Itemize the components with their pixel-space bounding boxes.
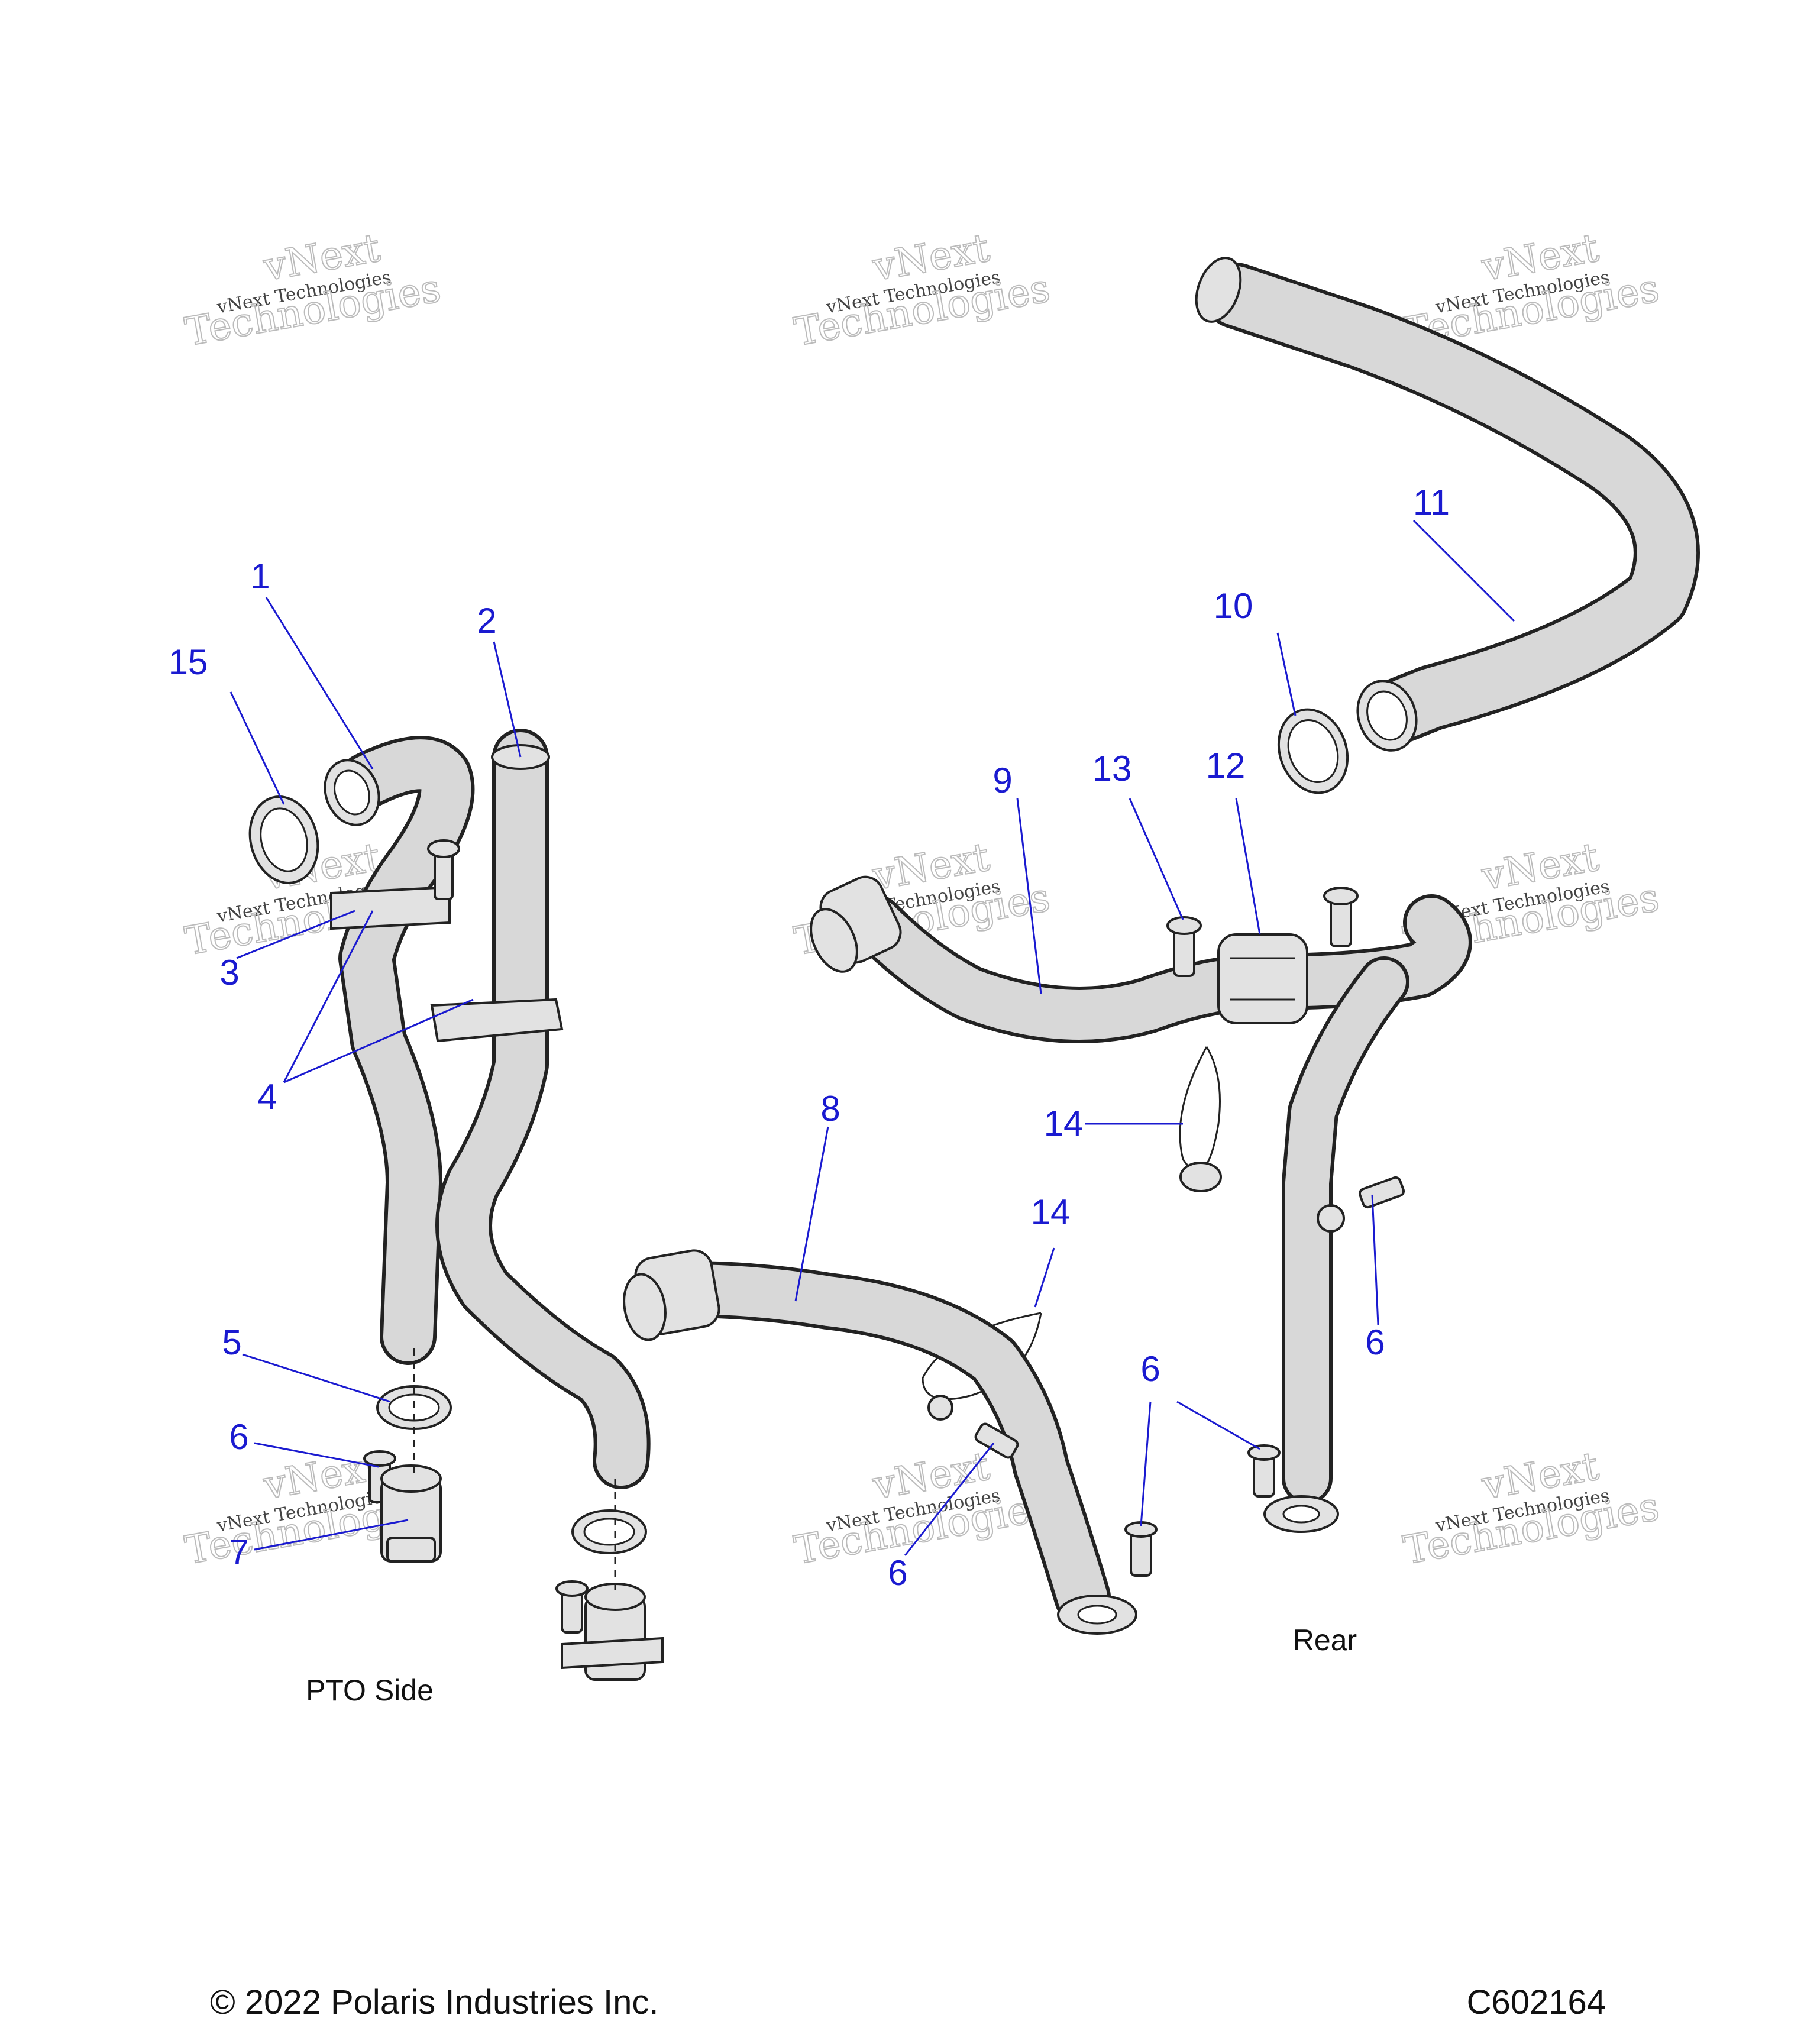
watermark-2: vNext vNext Technologies Technologies bbox=[790, 224, 1054, 355]
callout-11: 11 bbox=[1413, 483, 1450, 522]
callout-8: 8 bbox=[820, 1089, 840, 1128]
part-2-coolant-hose bbox=[430, 729, 651, 1489]
callout-5: 5 bbox=[222, 1322, 241, 1362]
callout-6c: 6 bbox=[1140, 1349, 1160, 1389]
bolt-6-lower-right bbox=[1124, 1521, 1158, 1577]
part-15-hose-clamp bbox=[248, 795, 319, 884]
bolt-13 bbox=[1166, 916, 1202, 977]
bolt-6-lower-mid bbox=[974, 1422, 1019, 1459]
footer-copyright: © 2022 Polaris Industries Inc. bbox=[210, 1983, 658, 2022]
footer-code: C602164 bbox=[1467, 1983, 1606, 2022]
leader-lines bbox=[229, 519, 1515, 1556]
callout-4: 4 bbox=[257, 1077, 277, 1117]
bolt-6-rear-left bbox=[1247, 1444, 1281, 1498]
part-5-hose-clamp-right bbox=[571, 1509, 647, 1554]
part-11-coolant-tube bbox=[1195, 257, 1700, 752]
part-7-fitting bbox=[380, 1464, 442, 1563]
watermark-9: vNext vNext Technologies Technologies bbox=[1399, 1443, 1663, 1574]
callout-1: 1 bbox=[250, 557, 270, 596]
part-1-coolant-hose bbox=[324, 736, 475, 1365]
bolt-6-left-b bbox=[555, 1580, 589, 1634]
callout-6b: 6 bbox=[888, 1553, 907, 1593]
part-14-tie-upper bbox=[1179, 1046, 1222, 1192]
callout-3: 3 bbox=[219, 953, 239, 992]
bolt-13b bbox=[1323, 887, 1359, 947]
callout-9: 9 bbox=[992, 761, 1012, 800]
callout-7: 7 bbox=[229, 1532, 248, 1572]
callout-2: 2 bbox=[477, 601, 496, 641]
bolt-6-rear-right bbox=[1358, 1176, 1405, 1209]
rear-vertical-pipe bbox=[1263, 956, 1409, 1533]
part-10-hose-clamp bbox=[1277, 708, 1349, 794]
watermark-1: vNext vNext Technologies Technologies bbox=[181, 224, 445, 355]
part-12-clamp bbox=[1217, 933, 1308, 1024]
caption-rear: Rear bbox=[1293, 1623, 1357, 1657]
callout-6a: 6 bbox=[229, 1417, 248, 1457]
part-9-coolant-hose bbox=[810, 875, 1472, 1043]
callout-13: 13 bbox=[1092, 749, 1132, 788]
callout-6d: 6 bbox=[1365, 1322, 1385, 1362]
callout-14a: 14 bbox=[1044, 1104, 1084, 1143]
part-8-coolant-hose bbox=[623, 1249, 1137, 1635]
callouts: 1 2 3 4 5 6 7 8 9 10 11 12 13 14 14 15 6… bbox=[169, 483, 1450, 1593]
caption-pto-side: PTO Side bbox=[306, 1674, 434, 1707]
part-3-bracket bbox=[330, 839, 460, 930]
callout-15: 15 bbox=[169, 642, 208, 682]
callout-14b: 14 bbox=[1031, 1192, 1071, 1232]
callout-10: 10 bbox=[1214, 586, 1253, 626]
callout-12: 12 bbox=[1206, 746, 1246, 785]
